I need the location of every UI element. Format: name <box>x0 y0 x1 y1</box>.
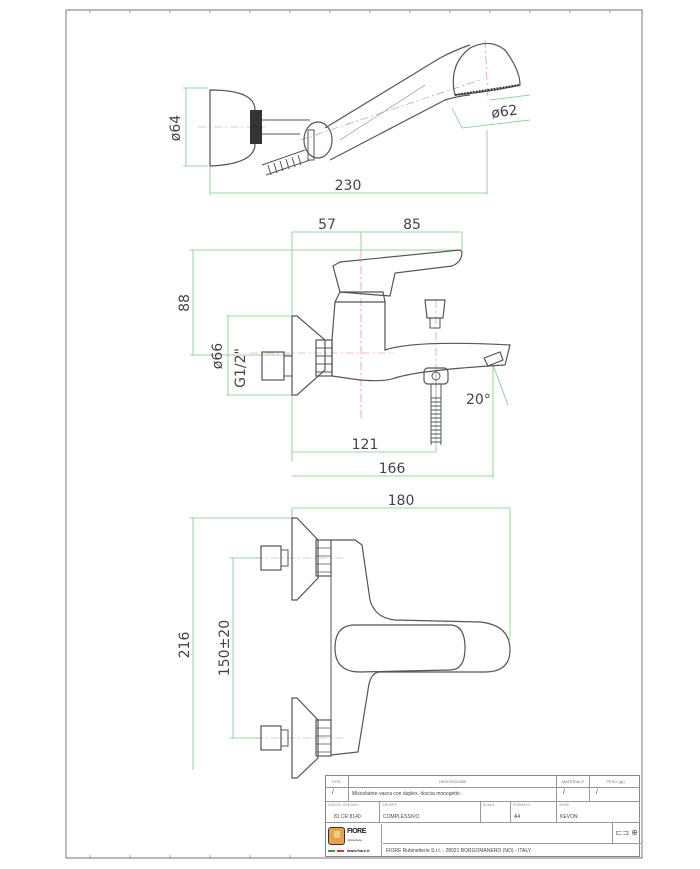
dim-hand-shower-length: 230 <box>335 178 362 194</box>
mixer-top-view: 180 216 150±20 <box>177 493 511 779</box>
header-pos: POS. <box>332 779 342 784</box>
title-block-header-row: POS. DESCRIZIONE MATERIALE PESO (gr) <box>326 776 639 788</box>
dim-flange-diameter: ø66 <box>210 343 226 369</box>
drawing-code: 81 CR 8140 <box>334 814 361 820</box>
flag-red-stripe <box>337 850 344 852</box>
header-weight: PESO (gr) <box>606 779 625 784</box>
dim-height: 88 <box>177 294 193 312</box>
dim-lever-length: 85 <box>403 217 421 233</box>
flag-green-stripe <box>328 850 335 852</box>
series-value: KEVON <box>560 814 578 820</box>
item-material: / <box>563 789 565 796</box>
group-label: GRUPPO <box>382 803 398 807</box>
title-block-item-row: / Miscelatore vasca con duplex, doccia m… <box>326 788 639 802</box>
hand-shower-view: ø64 ø62 230 <box>168 39 531 195</box>
title-block-info-row: CODICE DISEGNO 81 CR 8140 GRUPPO COMPLES… <box>326 802 639 823</box>
code-label: CODICE DISEGNO <box>328 803 359 807</box>
dim-overall-width: 216 <box>177 632 193 659</box>
dim-head-diameter: ø62 <box>490 102 518 122</box>
dim-lever-offset: 57 <box>318 217 336 233</box>
faucet-logo-icon <box>328 827 345 845</box>
company-address: FIORE Rubinetterie S.r.l. - 28021 BORGOM… <box>386 848 532 854</box>
format-label: FORMATO <box>513 803 531 807</box>
projection-symbol-icon: ⊏⊐ ⊕ <box>615 828 638 837</box>
dim-diverter-offset: 121 <box>352 437 379 453</box>
mixer-side-view: 57 85 88 ø66 G1/2" 20° 121 166 <box>177 217 511 478</box>
series-label: SERIE <box>559 803 570 807</box>
header-material: MATERIALE <box>561 779 585 784</box>
dim-overall-depth: 180 <box>388 493 415 509</box>
title-block-notes-row: ⊏⊐ ⊕ <box>383 823 641 844</box>
dim-spout-projection: 166 <box>379 461 406 477</box>
company-logo: FIORE rubinetterie www.fiore.it <box>327 824 382 856</box>
title-block-address-row: FIORE Rubinetterie S.r.l. - 28021 BORGOM… <box>383 844 641 857</box>
item-description: Miscelatore vasca con duplex, doccia mon… <box>352 791 460 797</box>
dim-bracket-diameter: ø64 <box>168 115 184 141</box>
frame-ticks <box>89 10 611 858</box>
logo-brand: FIORE <box>347 828 366 835</box>
dim-center-distance: 150±20 <box>217 620 233 676</box>
title-block: POS. DESCRIZIONE MATERIALE PESO (gr) / M… <box>325 775 641 857</box>
group-value: COMPLESSIVO <box>383 814 420 820</box>
item-pos: / <box>332 789 334 796</box>
scale-label: SCALA <box>483 803 495 807</box>
item-weight: / <box>596 789 598 796</box>
format-value: A4 <box>514 814 521 820</box>
logo-website: www.fiore.it <box>347 848 370 853</box>
dim-thread: G1/2" <box>233 348 249 388</box>
dim-spout-angle: 20° <box>466 392 491 408</box>
logo-tagline: rubinetterie <box>347 838 363 842</box>
drawing-frame <box>65 9 643 859</box>
header-description: DESCRIZIONE <box>438 779 467 784</box>
